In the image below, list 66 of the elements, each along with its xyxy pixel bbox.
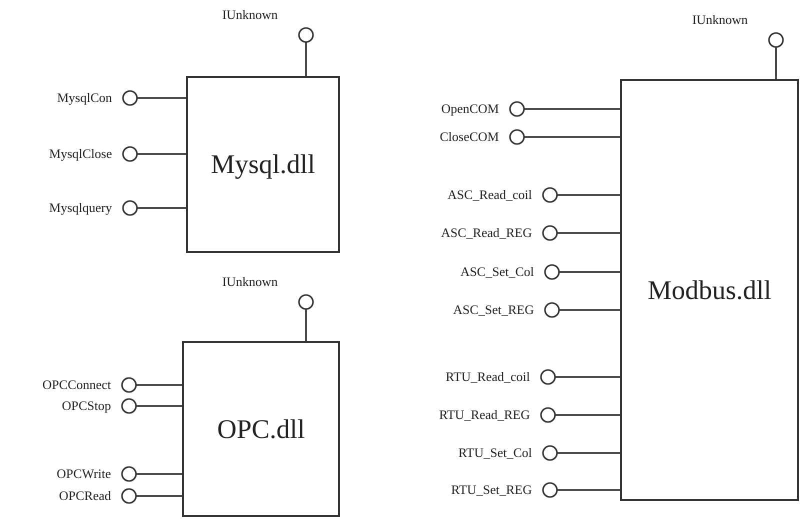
interface-circle [544,264,560,280]
connector-line [137,153,186,155]
interface-circle [768,32,784,48]
interface-label: IUnknown [222,274,278,289]
interface-circle [298,27,314,43]
interface-label: IUnknown [222,7,278,22]
interface-circle [122,146,138,162]
component-box [182,341,340,517]
connector-line [775,47,777,79]
interface-circle [298,294,314,310]
component-name: Mysql.dll [210,149,316,180]
connector-line [559,309,620,311]
interface-circle [542,187,558,203]
component-name: Modbus.dll [648,274,772,306]
interface-label: IUnknown [692,12,748,27]
connector-line [137,207,186,209]
interface-label: OPCStop [62,398,111,413]
interface-circle [542,482,558,498]
connector-line [557,194,620,196]
connector-line [305,42,307,76]
connector-line [136,384,182,386]
interface-label: ASC_Read_coil [448,187,532,202]
interface-label: RTU_Read_REG [439,407,530,422]
interface-circle [509,129,525,145]
interface-label: ASC_Read_REG [441,225,532,240]
interface-circle [121,377,137,393]
interface-label: MysqlClose [49,146,112,161]
connector-line [137,97,186,99]
interface-circle [542,445,558,461]
interface-label: ASC_Set_Col [460,264,534,279]
interface-label: RTU_Read_coil [446,369,530,384]
interface-circle [122,90,138,106]
interface-circle [121,398,137,414]
connector-line [557,489,620,491]
interface-label: MysqlCon [57,90,112,105]
connector-line [559,271,620,273]
connector-line [557,232,620,234]
connector-line [555,376,620,378]
interface-circle [540,369,556,385]
connector-line [136,473,182,475]
connector-line [557,452,620,454]
interface-circle [122,200,138,216]
interface-label: Mysqlquery [49,200,112,215]
interface-circle [542,225,558,241]
interface-label: ASC_Set_REG [453,302,534,317]
interface-label: CloseCOM [440,129,499,144]
interface-circle [544,302,560,318]
component-name: OPC.dll [217,414,305,444]
interface-circle [540,407,556,423]
connector-line [136,495,182,497]
interface-label: RTU_Set_REG [451,482,532,497]
connector-line [524,136,620,138]
connector-line [524,108,620,110]
interface-label: OPCConnect [42,377,111,392]
interface-label: RTU_Set_Col [458,445,532,460]
component-box [620,79,799,501]
interface-label: OPCWrite [56,466,111,481]
connector-line [136,405,182,407]
interface-label: OPCRead [59,488,111,503]
interface-circle [121,466,137,482]
component-box [186,76,340,253]
connector-line [555,414,620,416]
interface-circle [509,101,525,117]
interface-circle [121,488,137,504]
interface-label: OpenCOM [441,101,499,116]
connector-line [305,309,307,341]
